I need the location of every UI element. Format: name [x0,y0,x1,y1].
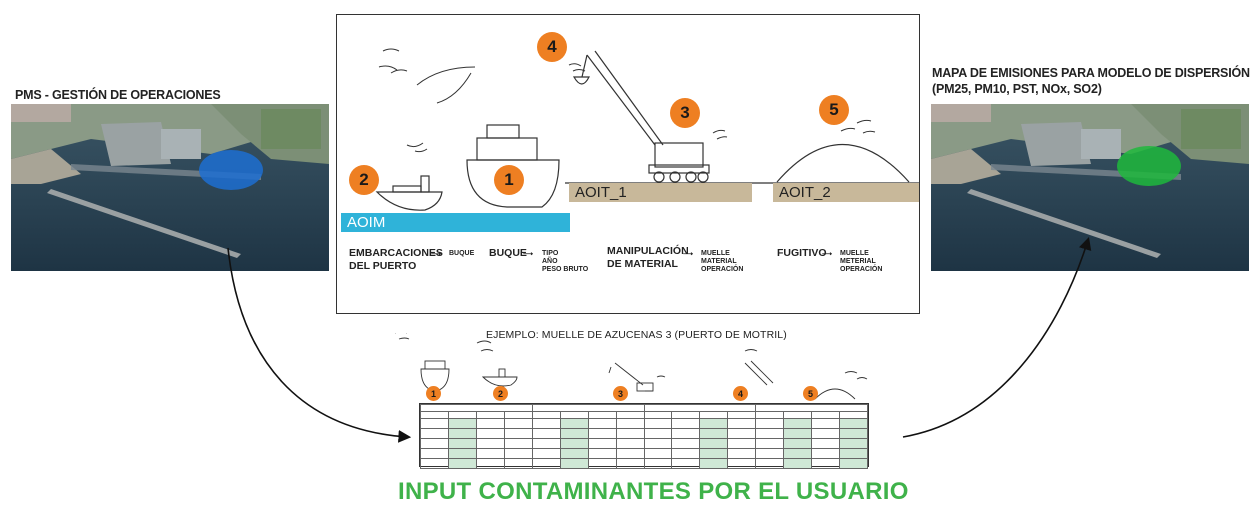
emission-plume-blue [199,150,263,190]
aoim-label: AOIM [347,214,386,231]
badge-fugitive: 5 [819,95,849,125]
example-badge-material-handling: 3 [613,386,628,401]
legend-fugitive-item-dock: MUELLE [840,250,869,257]
legend-fugitive-title: FUGITIVO [777,247,827,259]
input-table[interactable] [419,403,869,469]
legend-handling-item-operation: OPERACIÓN [701,266,744,273]
badge-port-vessels: 2 [349,165,379,195]
aoit2-label: AOIT_2 [779,184,831,201]
ship-icon [466,124,560,208]
arrow-left-to-table [227,247,412,443]
left-satellite-map [11,104,329,271]
legend-handling-title-a: MANIPULACIÓN [607,245,689,257]
legend-ship-item-type: TIPO [542,250,559,257]
legend-handling-item-dock: MUELLE [701,250,730,257]
arrow-icon: ⟶ [431,251,442,258]
aoit2-bar: AOIT_2 [773,183,919,202]
legend-port-vessels-title-b: DEL PUERTO [349,260,417,272]
right-map-caption-line1: MAPA DE EMISIONES PARA MODELO DE DISPERS… [932,66,1250,80]
badge-material-handling: 3 [670,98,700,128]
legend-ship-title: BUQUE [489,247,527,259]
legend-ship-item-year: AÑO [542,258,558,265]
table-row[interactable] [420,428,868,439]
table-row[interactable] [420,458,868,469]
left-map-caption: PMS - GESTIÓN DE OPERACIONES [15,88,221,102]
legend-port-vessels-item: BUQUE [449,250,475,257]
example-badge-port-vessels: 2 [493,386,508,401]
legend-fugitive-item-operation: OPERACIÓN [840,266,883,273]
legend-handling-item-material: MATERIAL [701,258,737,265]
arrow-table-to-right [902,236,1092,438]
emission-plume-green [1117,146,1181,186]
badge-ship: 1 [494,165,524,195]
arrow-icon: ⟶ [822,251,833,258]
example-icons [395,333,868,400]
right-map-caption-line2: (PM25, PM10, PST, NOx, SO2) [932,82,1102,96]
port-diagram-panel: 1 2 3 4 5 AOIM AOIT_1 AOIT_2 EMBARCACION… [336,14,920,314]
legend-handling-title-b: DE MATERIAL [607,258,678,270]
stockpile-icon [776,143,910,183]
badge-crane: 4 [537,32,567,62]
arrow-icon: ⟶ [523,251,534,258]
legend-ship-item-weight: PESO BRUTO [542,266,589,273]
aoit1-label: AOIT_1 [575,184,627,201]
port-vessel-icon [375,175,443,211]
table-row[interactable] [420,448,868,459]
legend-fugitive-item-material: METERIAL [840,258,876,265]
example-title: EJEMPLO: MUELLE DE AZUCENAS 3 (PUERTO DE… [486,329,787,341]
example-badge-crane: 4 [733,386,748,401]
example-badge-ship: 1 [426,386,441,401]
arrow-icon: ⟶ [683,251,694,258]
bottom-title: INPUT CONTAMINANTES POR EL USUARIO [398,478,909,505]
aoit1-bar: AOIT_1 [569,183,752,202]
aoim-bar: AOIM [341,213,570,232]
dust-marks [378,48,876,153]
example-badge-fugitive: 5 [803,386,818,401]
legend-port-vessels-title-a: EMBARCACIONES [349,247,443,259]
crane-icon [572,50,710,183]
